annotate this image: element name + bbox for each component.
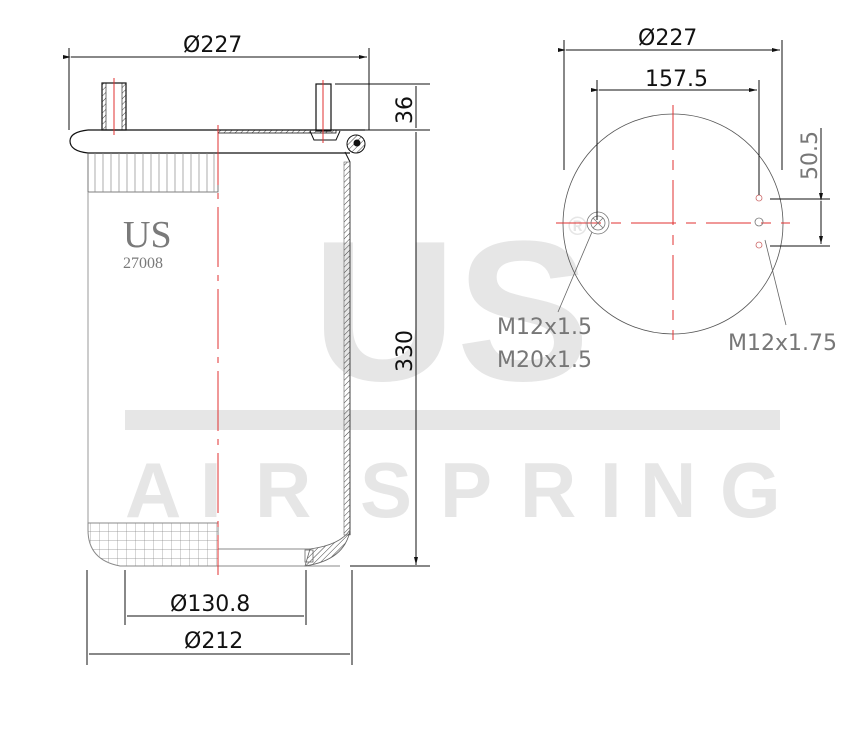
watermark-subtitle: A I R S P R I N G bbox=[125, 446, 781, 534]
svg-text:R: R bbox=[520, 446, 576, 534]
svg-text:I: I bbox=[200, 446, 222, 534]
dim-stud-spacing: 157.5 bbox=[645, 67, 708, 92]
dim-piston-inner: Ø130.8 bbox=[170, 592, 250, 617]
side-view: US 27008 Ø227 36 330 Ø130.8 Ø212 bbox=[63, 33, 430, 665]
top-view: Ø227 157.5 50.5 M12x1.5 M20x1.5 M12x1.75 bbox=[497, 26, 837, 373]
dim-plate-diameter: Ø227 bbox=[638, 26, 697, 51]
svg-text:I: I bbox=[600, 446, 622, 534]
stud-center-icon bbox=[754, 217, 764, 227]
part-number: 27008 bbox=[123, 255, 163, 272]
dim-piston-outer: Ø212 bbox=[184, 629, 243, 654]
watermark: US ® A I R S P R I N G bbox=[125, 200, 781, 534]
watermark-logo: US bbox=[312, 200, 590, 423]
centerlines bbox=[113, 78, 324, 575]
callout-port-thread-1: M12x1.5 bbox=[497, 315, 592, 340]
watermark-registered-mark: ® bbox=[568, 211, 587, 241]
svg-text:R: R bbox=[255, 446, 311, 534]
svg-text:S: S bbox=[360, 446, 412, 534]
callout-port-thread-2: M20x1.5 bbox=[497, 348, 592, 373]
dim-top-diameter: Ø227 bbox=[183, 33, 242, 58]
dim-overall-height: 330 bbox=[393, 330, 418, 372]
dim-stud-height: 36 bbox=[393, 96, 418, 124]
dim-bolt-spacing: 50.5 bbox=[798, 131, 823, 180]
watermark-bar bbox=[125, 410, 780, 430]
svg-text:P: P bbox=[440, 446, 492, 534]
svg-text:N: N bbox=[640, 446, 696, 534]
callout-stud-thread: M12x1.75 bbox=[728, 331, 837, 356]
svg-text:G: G bbox=[720, 446, 781, 534]
port-outer-icon bbox=[586, 211, 610, 235]
bellow-ribs bbox=[87, 153, 219, 193]
svg-text:A: A bbox=[125, 446, 181, 534]
brand-logo: US bbox=[123, 214, 172, 256]
